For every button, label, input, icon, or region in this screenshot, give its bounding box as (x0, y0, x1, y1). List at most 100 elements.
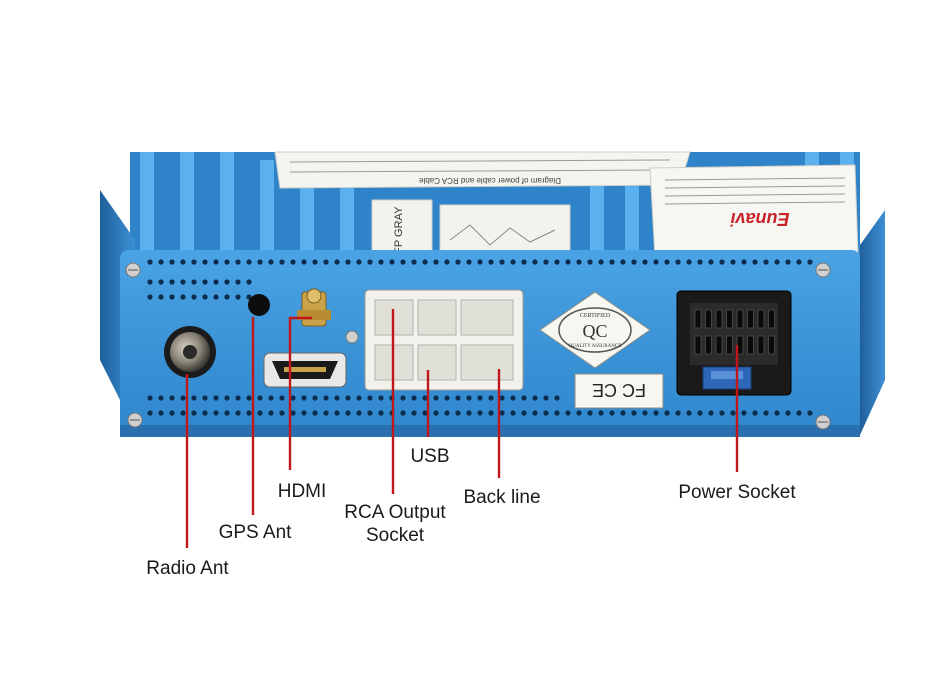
power-pin (726, 309, 733, 329)
vent-hole (345, 259, 351, 265)
vent-hole (763, 259, 769, 265)
vent-hole (180, 259, 186, 265)
power-pin (726, 335, 733, 355)
vent-holes (147, 259, 813, 416)
vent-hole (257, 395, 263, 401)
qc-seal-bottom-text: QUALITY ASSURANCE (569, 344, 622, 349)
vent-hole (279, 395, 285, 401)
vent-hole (301, 259, 307, 265)
vent-hole (620, 259, 626, 265)
vent-hole (367, 395, 373, 401)
vent-hole (213, 395, 219, 401)
vent-hole (147, 410, 153, 416)
vent-hole (554, 395, 560, 401)
vent-hole (455, 395, 461, 401)
vent-hole (411, 259, 417, 265)
vent-hole (411, 395, 417, 401)
vent-hole (796, 259, 802, 265)
vent-hole (213, 410, 219, 416)
power-pin (757, 335, 765, 355)
gps-ant-label: GPS Ant (218, 522, 292, 543)
qc-seal-center-text: QC (582, 321, 607, 341)
vent-hole (202, 294, 208, 300)
vent-hole (268, 259, 274, 265)
power-pin (768, 309, 775, 329)
vent-hole (147, 395, 153, 401)
vent-hole (290, 410, 296, 416)
vent-hole (741, 410, 747, 416)
usb-label: USB (410, 446, 450, 467)
vent-hole (422, 259, 428, 265)
vent-hole (169, 259, 175, 265)
vent-hole (169, 410, 175, 416)
screw-bottom-left (127, 412, 143, 428)
hdmi-callout-line (288, 316, 312, 470)
vent-hole (466, 395, 472, 401)
vent-hole (378, 259, 384, 265)
vent-hole (730, 410, 736, 416)
vent-hole (301, 395, 307, 401)
vent-hole (323, 410, 329, 416)
vent-hole (510, 395, 516, 401)
vent-hole (191, 395, 197, 401)
vent-hole (290, 259, 296, 265)
vent-hole (466, 259, 472, 265)
vent-hole (158, 395, 164, 401)
vent-hole (587, 410, 593, 416)
vent-hole (279, 259, 285, 265)
radio-ant-label: Radio Ant (146, 558, 229, 579)
gps-ant-port (248, 294, 270, 316)
vent-hole (356, 395, 362, 401)
vent-hole (213, 259, 219, 265)
hdmi-label: HDMI (277, 481, 327, 502)
vent-hole (477, 259, 483, 265)
vent-hole (213, 279, 219, 285)
vent-hole (334, 410, 340, 416)
hdmi-port (263, 352, 347, 388)
power-socket-pins (694, 309, 775, 355)
vent-hole (268, 410, 274, 416)
vent-hole (224, 410, 230, 416)
vent-hole (477, 410, 483, 416)
vent-hole (356, 259, 362, 265)
vent-hole (323, 259, 329, 265)
vent-hole (378, 395, 384, 401)
power-pin (736, 309, 744, 329)
vent-hole (466, 410, 472, 416)
vent-hole (180, 395, 186, 401)
vent-hole (708, 259, 714, 265)
power-pin (715, 309, 723, 329)
vent-hole (796, 410, 802, 416)
vent-hole (235, 395, 241, 401)
vent-hole (763, 410, 769, 416)
vent-hole (235, 294, 241, 300)
vent-hole (807, 410, 813, 416)
vent-hole (257, 259, 263, 265)
vent-hole (499, 395, 505, 401)
radio-ant-connector (164, 326, 216, 378)
vent-hole (488, 259, 494, 265)
vent-hole (246, 259, 252, 265)
vent-hole (499, 259, 505, 265)
vent-hole (521, 395, 527, 401)
qc-seal: CERTIFIED QC QUALITY ASSURANCE (539, 291, 651, 369)
vent-hole (499, 410, 505, 416)
vent-hole (565, 410, 571, 416)
vent-hole (444, 410, 450, 416)
vent-hole (224, 259, 230, 265)
power-pin (747, 309, 754, 329)
vent-hole (675, 410, 681, 416)
vent-hole (202, 279, 208, 285)
vent-hole (191, 410, 197, 416)
vent-hole (653, 259, 659, 265)
brand-logo: Eunavi (729, 209, 789, 229)
vent-hole (202, 395, 208, 401)
vent-hole (675, 259, 681, 265)
vent-hole (807, 259, 813, 265)
vent-hole (719, 410, 725, 416)
vent-hole (598, 410, 604, 416)
vent-hole (235, 279, 241, 285)
vent-hole (433, 395, 439, 401)
fc-ce-mark: FC CE (592, 380, 646, 400)
vent-hole (785, 259, 791, 265)
